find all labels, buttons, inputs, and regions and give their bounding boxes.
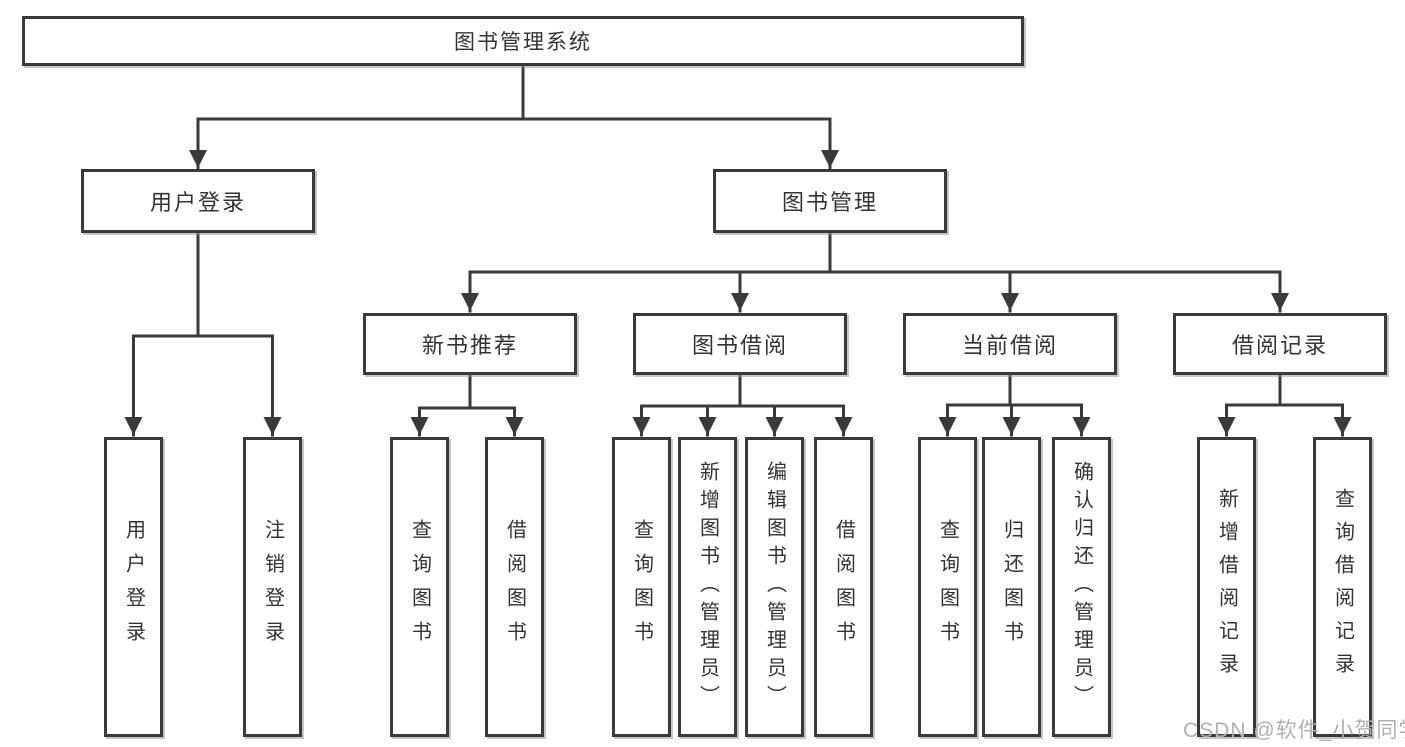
leaf-add-book-admin: 新增图书（管理员） — [678, 437, 737, 737]
leaf-return-book-label: 归还图书 — [1000, 519, 1023, 655]
leaf-edit-book-admin: 编辑图书（管理员） — [745, 437, 804, 737]
leaf-query-book-1: 查询图书 — [390, 437, 449, 737]
csdn-watermark: CSDN @软件_小贺同学 — [1183, 719, 1405, 742]
leaf-borrow-book-2: 借阅图书 — [814, 437, 873, 737]
leaf-query-book-3-label: 查询图书 — [936, 519, 959, 655]
leaf-query-borrow-record-label: 查询借阅记录 — [1331, 488, 1354, 686]
node-book-borrowing-label: 图书借阅 — [691, 333, 788, 358]
leaf-add-borrow-record-label: 新增借阅记录 — [1215, 488, 1238, 686]
node-user-login-label: 用户登录 — [149, 190, 246, 215]
leaf-add-borrow-record: 新增借阅记录 — [1197, 437, 1256, 737]
node-current-borrowing: 当前借阅 — [903, 313, 1117, 375]
leaf-confirm-return-admin-label: 确认归还（管理员） — [1070, 461, 1093, 713]
node-user-login: 用户登录 — [81, 169, 315, 233]
leaf-logout-label: 注销登录 — [261, 519, 284, 655]
leaf-borrow-book-1-label: 借阅图书 — [503, 519, 526, 655]
node-root-label: 图书管理系统 — [454, 31, 592, 54]
node-root: 图书管理系统 — [22, 16, 1024, 66]
leaf-query-book-1-label: 查询图书 — [408, 519, 431, 655]
node-borrowing-records-label: 借阅记录 — [1231, 333, 1328, 358]
leaf-query-book-2-label: 查询图书 — [630, 519, 653, 655]
node-book-management: 图书管理 — [713, 169, 947, 233]
leaf-user-login-label: 用户登录 — [122, 519, 145, 655]
node-new-book-recommend-label: 新书推荐 — [421, 333, 518, 358]
node-borrowing-records: 借阅记录 — [1173, 313, 1387, 375]
leaf-borrow-book-1: 借阅图书 — [485, 437, 544, 737]
leaf-borrow-book-2-label: 借阅图书 — [832, 519, 855, 655]
node-current-borrowing-label: 当前借阅 — [961, 333, 1058, 358]
leaf-query-book-2: 查询图书 — [612, 437, 671, 737]
leaf-logout: 注销登录 — [243, 437, 302, 737]
leaf-user-login: 用户登录 — [104, 437, 163, 737]
leaf-return-book: 归还图书 — [982, 437, 1041, 737]
leaf-confirm-return-admin: 确认归还（管理员） — [1052, 437, 1111, 737]
node-book-management-label: 图书管理 — [781, 190, 878, 215]
node-book-borrowing: 图书借阅 — [633, 313, 847, 375]
leaf-edit-book-admin-label: 编辑图书（管理员） — [763, 461, 786, 713]
leaf-query-borrow-record: 查询借阅记录 — [1313, 437, 1372, 737]
node-new-book-recommend: 新书推荐 — [363, 313, 577, 375]
leaf-add-book-admin-label: 新增图书（管理员） — [696, 461, 719, 713]
leaf-query-book-3: 查询图书 — [918, 437, 977, 737]
